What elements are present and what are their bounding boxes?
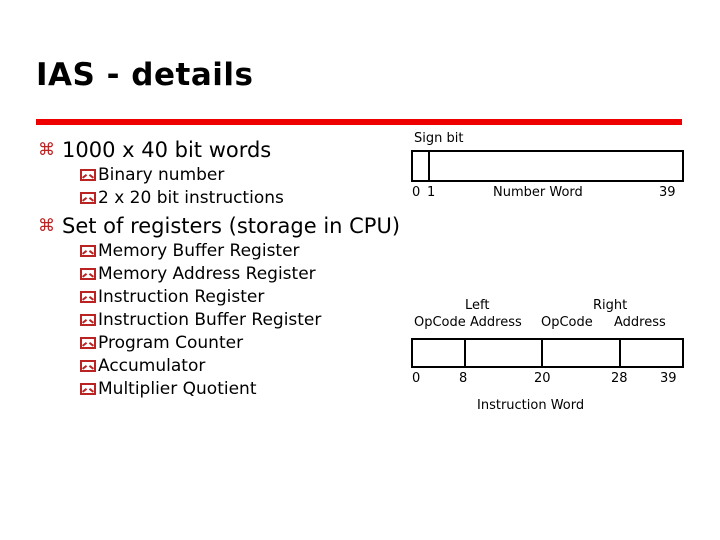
list-item[interactable]: Instruction Buffer Register — [36, 309, 416, 332]
list-item[interactable]: ⌘ Set of registers (storage in CPU) — [36, 212, 416, 240]
field-divider-8 — [464, 340, 466, 366]
field-divider-28 — [619, 340, 621, 366]
group-label-right: Right — [593, 298, 628, 313]
list-item-label: Set of registers (storage in CPU) — [62, 214, 401, 238]
instruction-field-header-row: OpCode Address OpCode Address — [411, 315, 684, 333]
list-item[interactable]: Binary number — [36, 164, 416, 187]
instruction-word-caption: Instruction Word — [477, 398, 585, 413]
number-word-tick-row: 0 1 Number Word 39 — [411, 185, 684, 203]
sign-bit-label: Sign bit — [414, 131, 464, 146]
sign-bit-divider — [428, 152, 430, 180]
tick-label-20: 20 — [534, 371, 551, 386]
tick-label-0: 0 — [412, 371, 421, 386]
bullet-list: ⌘ 1000 x 40 bit words Binary number 2 x … — [36, 134, 416, 401]
list-item[interactable]: Memory Address Register — [36, 263, 416, 286]
list-item[interactable]: ⌘ 1000 x 40 bit words — [36, 136, 416, 164]
chevron-up-box-icon — [80, 383, 96, 395]
chevron-up-box-icon — [80, 245, 96, 257]
chevron-up-box-icon — [80, 291, 96, 303]
list-item-label: 1000 x 40 bit words — [62, 138, 272, 162]
field-header-left-address: Address — [470, 315, 522, 330]
list-item-label: 2 x 20 bit instructions — [98, 188, 284, 208]
list-item[interactable]: Program Counter — [36, 332, 416, 355]
field-header-left-opcode: OpCode — [414, 315, 466, 330]
list-item-label: Memory Address Register — [98, 264, 316, 284]
list-item[interactable]: Multiplier Quotient — [36, 378, 416, 401]
chevron-up-box-icon — [80, 337, 96, 349]
list-item-label: Instruction Register — [98, 287, 265, 307]
chevron-up-box-icon — [80, 169, 96, 181]
tick-label-1: 1 — [427, 185, 436, 200]
list-item[interactable]: 2 x 20 bit instructions — [36, 187, 416, 210]
chevron-up-box-icon — [80, 360, 96, 372]
list-item-label: Program Counter — [98, 333, 244, 353]
number-word-field-boxes — [411, 150, 684, 182]
chevron-up-box-icon — [80, 192, 96, 204]
title-divider-rule — [36, 119, 682, 125]
list-item[interactable]: Accumulator — [36, 355, 416, 378]
tick-label-39: 39 — [659, 185, 676, 200]
tick-label-8: 8 — [459, 371, 468, 386]
list-item-label: Instruction Buffer Register — [98, 310, 322, 330]
group-label-left: Left — [465, 298, 490, 313]
field-header-right-address: Address — [614, 315, 666, 330]
chevron-up-box-icon — [80, 268, 96, 280]
chevron-up-box-icon — [80, 314, 96, 326]
command-icon: ⌘ — [38, 140, 55, 160]
tick-label-28: 28 — [611, 371, 628, 386]
list-item-label: Binary number — [98, 165, 225, 185]
instruction-word-field-boxes — [411, 338, 684, 368]
field-divider-20 — [541, 340, 543, 366]
list-item-label: Accumulator — [98, 356, 206, 376]
field-header-right-opcode: OpCode — [541, 315, 593, 330]
tick-label-39: 39 — [660, 371, 677, 386]
page-title: IAS - details — [36, 57, 254, 93]
instruction-word-tick-row: 0 8 20 28 39 — [411, 371, 684, 389]
list-item[interactable]: Instruction Register — [36, 286, 416, 309]
list-item-label: Memory Buffer Register — [98, 241, 300, 261]
command-icon: ⌘ — [38, 216, 55, 236]
list-item[interactable]: Memory Buffer Register — [36, 240, 416, 263]
number-word-caption: Number Word — [493, 185, 583, 200]
tick-label-0: 0 — [412, 185, 421, 200]
list-item-label: Multiplier Quotient — [98, 379, 257, 399]
